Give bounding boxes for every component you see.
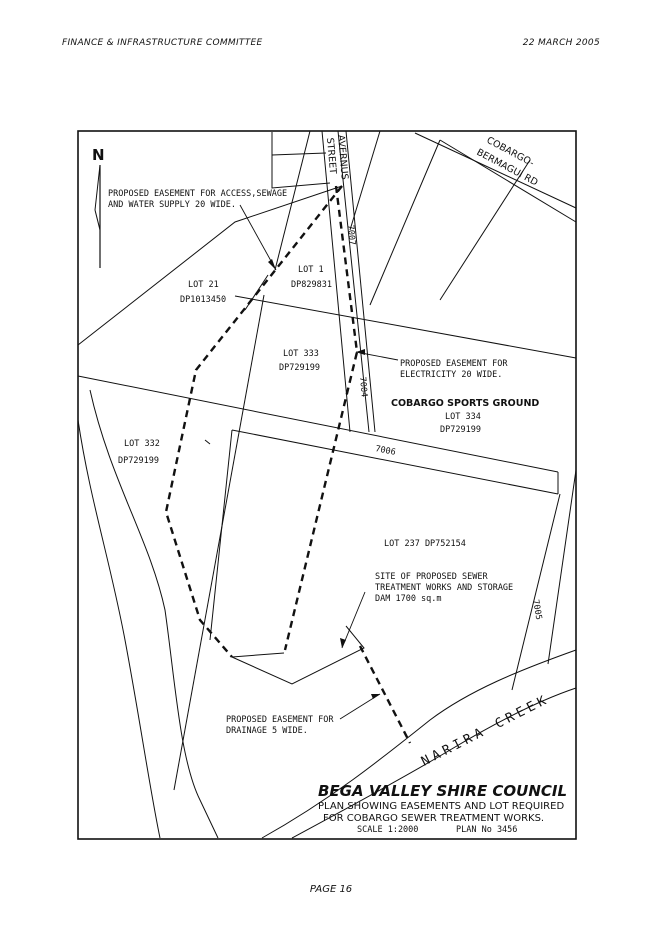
scale-label: SCALE 1:2000 [357,825,418,835]
page-number: PAGE 16 [309,884,353,895]
road-7004-label: 7004 [357,376,369,397]
drainage-easement-note-1: PROPOSED EASEMENT FOR [226,715,334,725]
property-boundaries [77,130,577,839]
map-frame [77,130,577,840]
header-date: 22 MARCH 2005 [522,38,600,48]
lot-1-dp-label: DP829831 [291,280,332,290]
electricity-easement-note-1: PROPOSED EASEMENT FOR [400,359,508,369]
lot-332-label: LOT 332 [124,439,160,449]
lot-334-dp-label: DP729199 [440,425,481,435]
lot-21-label: LOT 21 [188,280,219,290]
lot-1-label: LOT 1 [298,265,324,275]
lot-237-label: LOT 237 DP752154 [384,539,466,549]
lot-332-dp-label: DP729199 [118,456,159,466]
road-avernus-label-1: AVERNUS [335,134,350,180]
lot-333-label: LOT 333 [283,349,319,359]
site-note-3: DAM 1700 sq.m [375,594,442,604]
drainage-easement-note-2: DRAINAGE 5 WIDE. [226,726,308,736]
site-note-2: TREATMENT WORKS AND STORAGE [375,583,513,593]
council-title: BEGA VALLEY SHIRE COUNCIL [318,782,567,800]
plan-title-line-2: FOR COBARGO SEWER TREATMENT WORKS. [323,813,544,824]
easement-dashed-lines [164,185,412,744]
lot-21-dp-label: DP1013450 [180,295,226,305]
electricity-easement-note-2: ELECTRICITY 20 WIDE. [400,370,502,380]
road-7006-label: 7006 [374,444,396,458]
north-label: N [92,146,105,164]
site-note-1: SITE OF PROPOSED SEWER [375,572,488,582]
lot-334-label: LOT 334 [445,412,481,422]
plan-title-line-1: PLAN SHOWING EASEMENTS AND LOT REQUIRED [318,801,564,812]
lot-333-dp-label: DP729199 [279,363,320,373]
access-easement-note-1: PROPOSED EASEMENT FOR ACCESS,SEWAGE [108,189,287,199]
header-committee: FINANCE & INFRASTRUCTURE COMMITTEE [62,38,263,48]
road-avernus-label-2: STREET [324,137,338,174]
north-arrow-icon [94,164,101,268]
creek-label: NARIRA CREEK [419,692,552,770]
sports-ground-label: COBARGO SPORTS GROUND [391,398,539,409]
access-easement-note-2: AND WATER SUPPLY 20 WIDE. [108,200,236,210]
plan-number-label: PLAN No 3456 [456,825,517,835]
road-7007-label: 7007 [345,224,357,245]
road-7005-label: 7005 [530,599,543,621]
arrow-heads [268,259,380,699]
